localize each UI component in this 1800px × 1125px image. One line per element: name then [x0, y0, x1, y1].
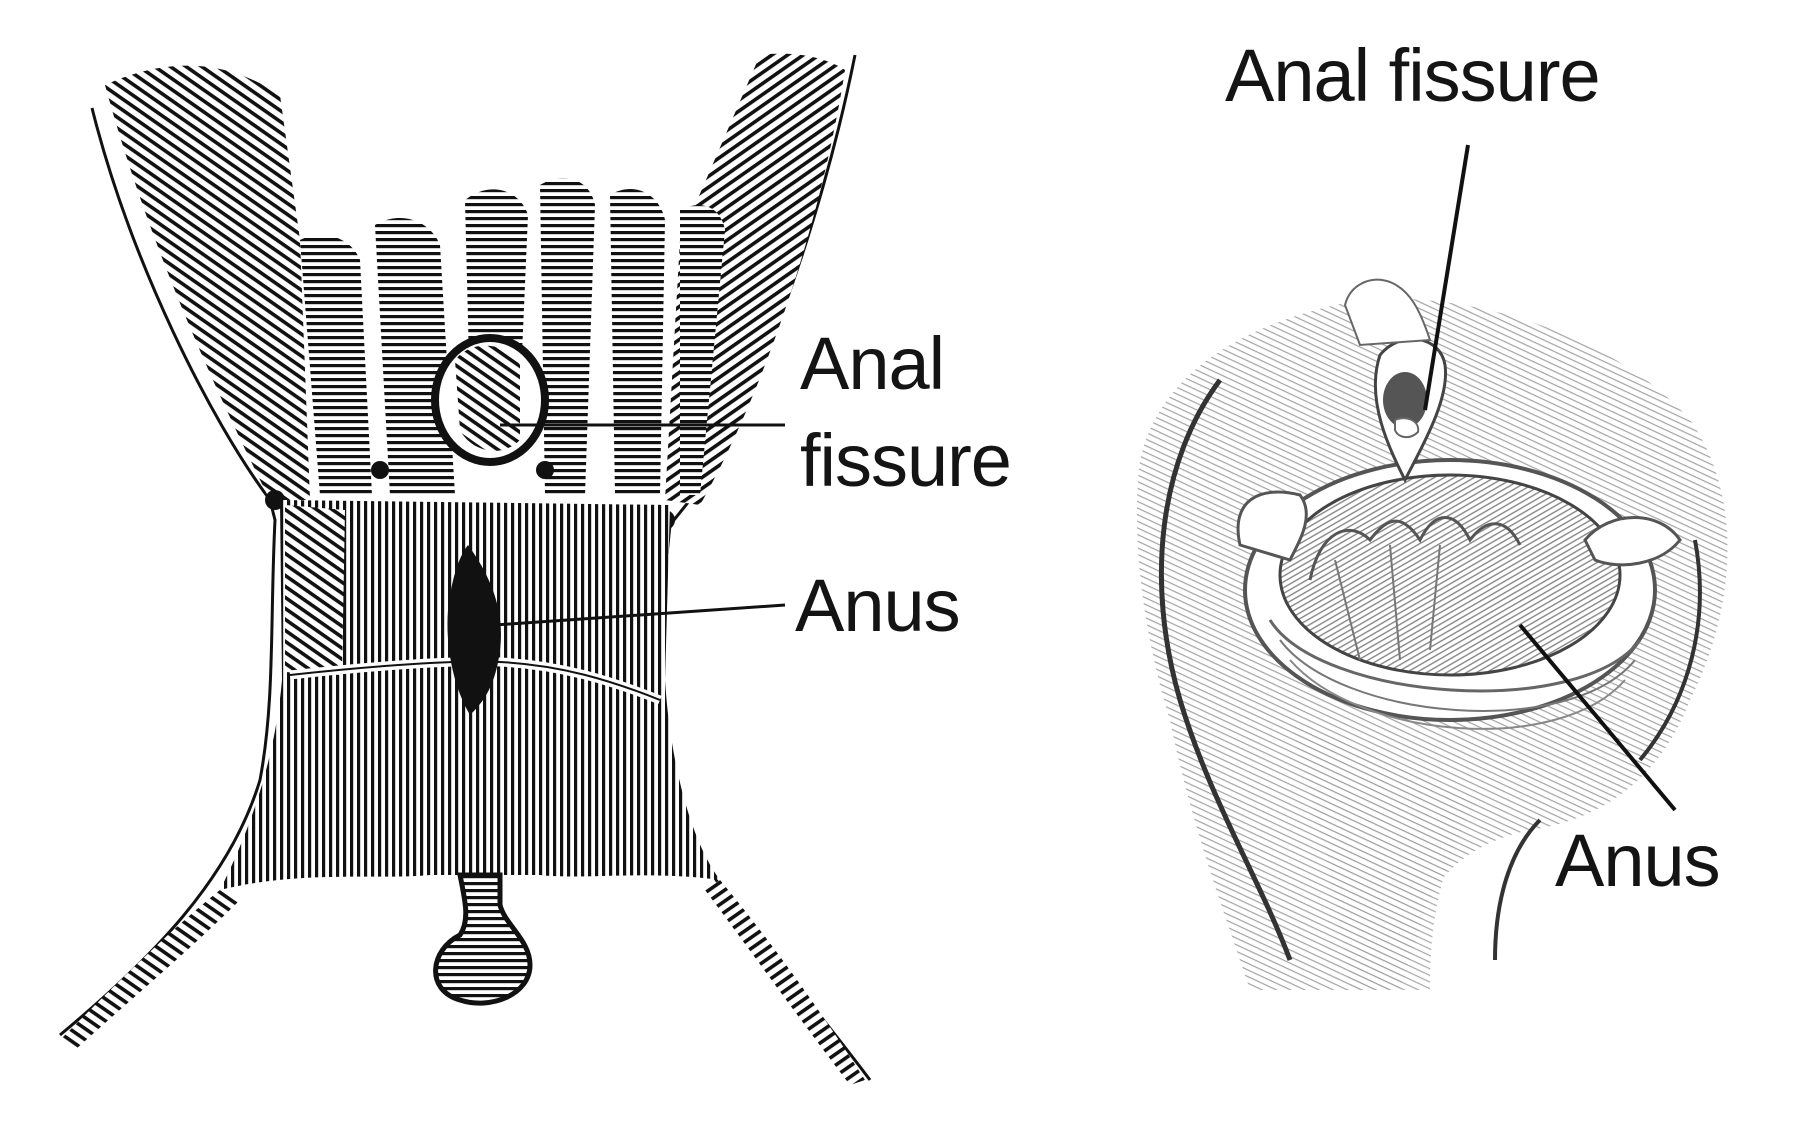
- left-anus-label: Anus: [795, 564, 961, 647]
- anus-leader-line-right: [1518, 623, 1677, 812]
- right-fissure-label: Anal fissure: [1225, 34, 1601, 117]
- right-anus-label: Anus: [1555, 819, 1721, 902]
- anus-leader-line-left: [494, 603, 786, 627]
- left-fissure-label-line1: Anal: [800, 322, 945, 405]
- left-canal-drawing: [59, 53, 872, 1085]
- right-illustration: Anal fissure Anus: [1100, 0, 1800, 1125]
- left-fissure-label-line2: fissure: [800, 419, 1012, 502]
- left-illustration: Anal fissure Anus: [59, 53, 1012, 1085]
- fissure-leader-line-right: [1423, 144, 1470, 411]
- right-anus-sketch: [1136, 144, 1728, 991]
